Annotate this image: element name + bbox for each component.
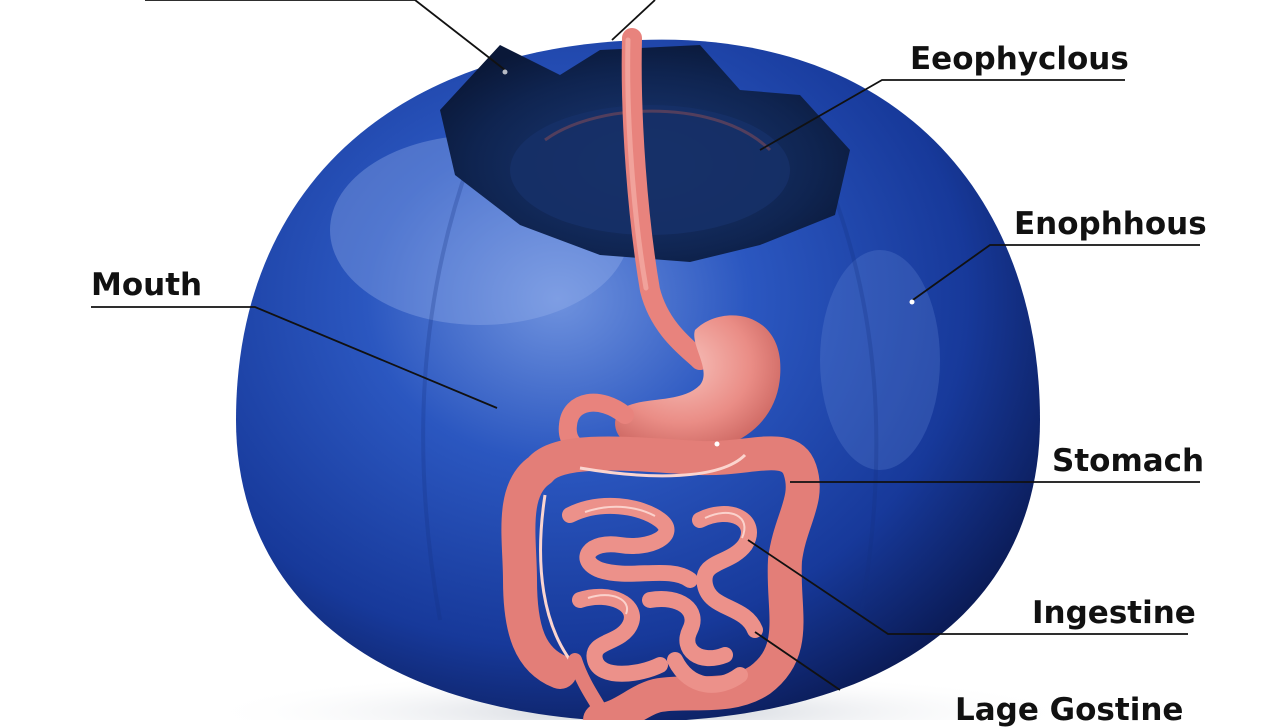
label-ingestine: Ingestine [1032,595,1196,631]
leader-lines [91,0,1200,691]
leader-lage-gostine [754,631,841,691]
large-intestine-highlight [579,453,747,478]
label-lage-gostine: Lage Gostine [955,692,1184,728]
blueberry-rib [818,159,879,621]
label-enophhous: Enophhous [1014,206,1207,242]
leader-eophyclous [759,79,1125,151]
large-intestine [501,436,820,720]
leader-dot [714,441,720,447]
rectum [568,653,612,720]
esophagus [621,28,710,370]
large-intestine-highlight [539,494,582,674]
crown-ring [544,109,772,152]
leader-top-left-diag [414,0,506,71]
stomach [615,315,781,455]
leader-dot [909,299,915,305]
blueberry-highlight-2 [820,250,940,470]
blueberry-body [236,39,1040,720]
small-intestine-highlights [584,505,746,615]
label-eophyclous: Eeophyclous [910,41,1129,77]
leader-ingestine [747,539,1188,635]
label-stomach: Stomach [1052,443,1205,479]
leader-dot [502,69,508,75]
leader-enophhous [909,244,1200,303]
esophagus-highlight [625,37,649,291]
leader-top-center [611,0,656,41]
label-mouth: Mouth [91,267,203,303]
crown-center [510,105,790,235]
leader-mouth [91,306,498,409]
